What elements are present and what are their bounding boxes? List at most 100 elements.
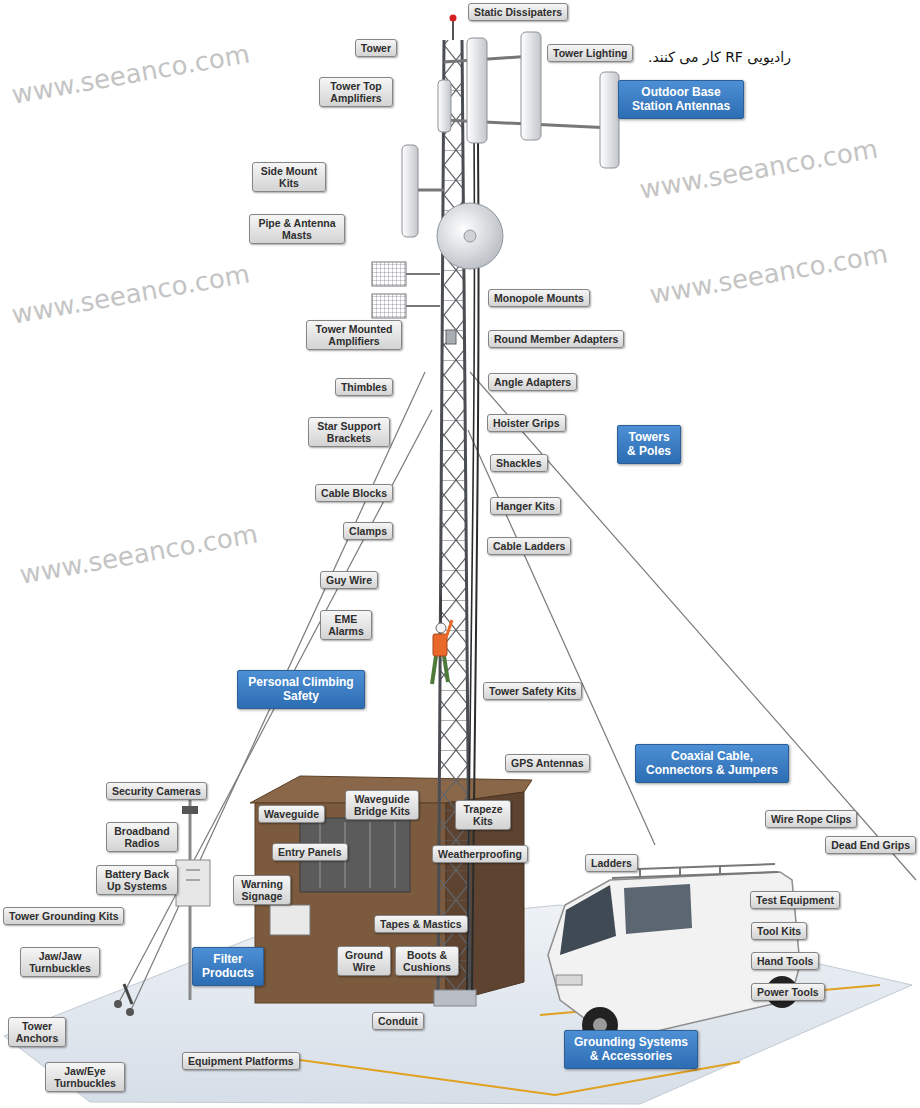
label-text: Tower Lighting	[553, 47, 627, 59]
watermark: www.seeanco.com	[9, 258, 252, 331]
callout-label: Tool Kits	[751, 922, 807, 940]
callout-label: Security Cameras	[106, 782, 207, 800]
callout-label: Cable Blocks	[315, 484, 393, 502]
callout-label: Equipment Platforms	[182, 1052, 300, 1070]
callout-label: GPS Antennas	[505, 754, 590, 772]
callout-label: Weatherproofing	[432, 845, 528, 863]
service-van-part	[624, 884, 692, 934]
callout-label: Tower Top Amplifiers	[319, 77, 393, 107]
label-text: Clamps	[349, 525, 387, 537]
label-text: Towers & Poles	[625, 430, 673, 459]
service-van-part	[560, 885, 616, 955]
label-text: EME Alarms	[326, 613, 366, 637]
equipment-shelter	[250, 776, 532, 1003]
callout-label: Thimbles	[335, 378, 393, 396]
label-text: Guy Wire	[326, 574, 372, 586]
callout-label: Jaw/Eye Turnbuckles	[45, 1062, 125, 1092]
label-text: Broadband Radios	[112, 825, 172, 849]
label-text: Personal Climbing Safety	[245, 675, 357, 704]
callout-label: Wire Rope Clips	[765, 810, 857, 828]
label-text: Cable Ladders	[493, 540, 565, 552]
service-van-part	[679, 867, 681, 875]
callout-label: Broadband Radios	[106, 822, 178, 852]
callout-label: Clamps	[343, 522, 393, 540]
label-text: Hoister Grips	[493, 417, 560, 429]
callout-label: Tower Anchors	[8, 1017, 66, 1047]
watermark: www.seeanco.com	[17, 518, 260, 591]
label-text: Wire Rope Clips	[771, 813, 851, 825]
tower-climber	[432, 596, 452, 684]
antenna-mounts	[406, 56, 612, 306]
watermark: www.seeanco.com	[637, 133, 880, 206]
callout-label: Conduit	[372, 1012, 424, 1030]
tower-climber-part	[444, 656, 448, 682]
callout-label: Tower Lighting	[547, 44, 633, 62]
panel-antennas-part	[600, 72, 619, 168]
callout-label: Trapeze Kits	[455, 800, 511, 830]
label-text: GPS Antennas	[511, 757, 584, 769]
service-van-part	[719, 866, 721, 874]
callout-label: Tower	[355, 39, 397, 57]
service-van-part	[612, 872, 778, 878]
dish-antenna-part	[464, 230, 476, 242]
antenna-mounts-part	[444, 56, 532, 62]
label-text: Hanger Kits	[496, 500, 555, 512]
panel-antennas-part	[521, 32, 541, 140]
callout-label: Tower Grounding Kits	[3, 907, 124, 925]
label-text: Tapes & Mastics	[380, 918, 462, 930]
label-text: Trapeze Kits	[461, 803, 505, 827]
camera-pole-part	[182, 806, 198, 814]
lattice-tower-part	[434, 990, 476, 1006]
label-text: Filter Products	[200, 952, 256, 981]
label-text: Angle Adapters	[494, 376, 571, 388]
callout-label: Static Dissipaters	[468, 3, 568, 21]
callout-label: Entry Panels	[272, 843, 348, 861]
label-text: Waveguide Bridge Kits	[351, 793, 413, 817]
label-text: Tower Grounding Kits	[9, 910, 118, 922]
label-text: Thimbles	[341, 381, 387, 393]
service-van-part	[556, 975, 582, 985]
category-box: Towers & Poles	[617, 425, 681, 464]
callout-label: Battery Back Up Systems	[96, 865, 178, 895]
label-text: Entry Panels	[278, 846, 342, 858]
callout-label: Test Equipment	[750, 891, 840, 909]
grid-antennas	[372, 262, 406, 318]
label-text: Outdoor Base Station Antennas	[626, 85, 736, 114]
label-text: Battery Back Up Systems	[102, 868, 172, 892]
tower-climber-part	[446, 620, 452, 638]
label-text: Boots & Cushions	[401, 949, 453, 973]
lattice-tower-part	[452, 20, 454, 40]
callout-label: Boots & Cushions	[395, 946, 459, 976]
category-box: Filter Products	[192, 947, 264, 986]
label-text: Equipment Platforms	[188, 1055, 294, 1067]
label-text: Tower	[361, 42, 391, 54]
callout-label: Shackles	[490, 454, 548, 472]
label-text: Warning Signage	[239, 878, 285, 902]
equipment-shelter-part	[270, 905, 310, 935]
equipment-shelter-part	[395, 822, 396, 888]
antenna-mounts-part	[418, 189, 444, 192]
label-text: Grounding Systems & Accessories	[572, 1035, 690, 1064]
camera-pole-part	[186, 870, 200, 871]
label-text: Side Mount Kits	[258, 165, 320, 189]
callout-label: Tower Mounted Amplifiers	[306, 320, 402, 350]
label-text: Jaw/Jaw Turnbuckles	[26, 950, 94, 974]
dish-antenna	[437, 203, 503, 269]
grid-antennas-part	[372, 294, 406, 318]
label-text: Tower Anchors	[14, 1020, 60, 1044]
label-text: Test Equipment	[756, 894, 834, 906]
callout-label: Jaw/Jaw Turnbuckles	[20, 947, 100, 977]
label-text: Conduit	[378, 1015, 418, 1027]
panel-antennas	[402, 32, 619, 237]
callout-label: Ladders	[585, 854, 638, 872]
label-text: Security Cameras	[112, 785, 201, 797]
callout-label: Monopole Mounts	[488, 289, 590, 307]
callout-label: EME Alarms	[320, 610, 372, 640]
callout-label: Waveguide	[258, 805, 325, 823]
tower-climber-part	[436, 623, 446, 633]
label-text: Pipe & Antenna Masts	[255, 217, 339, 241]
label-text: Power Tools	[757, 986, 819, 998]
guy-wires-part	[124, 984, 132, 1004]
dish-antenna-part	[437, 203, 503, 269]
